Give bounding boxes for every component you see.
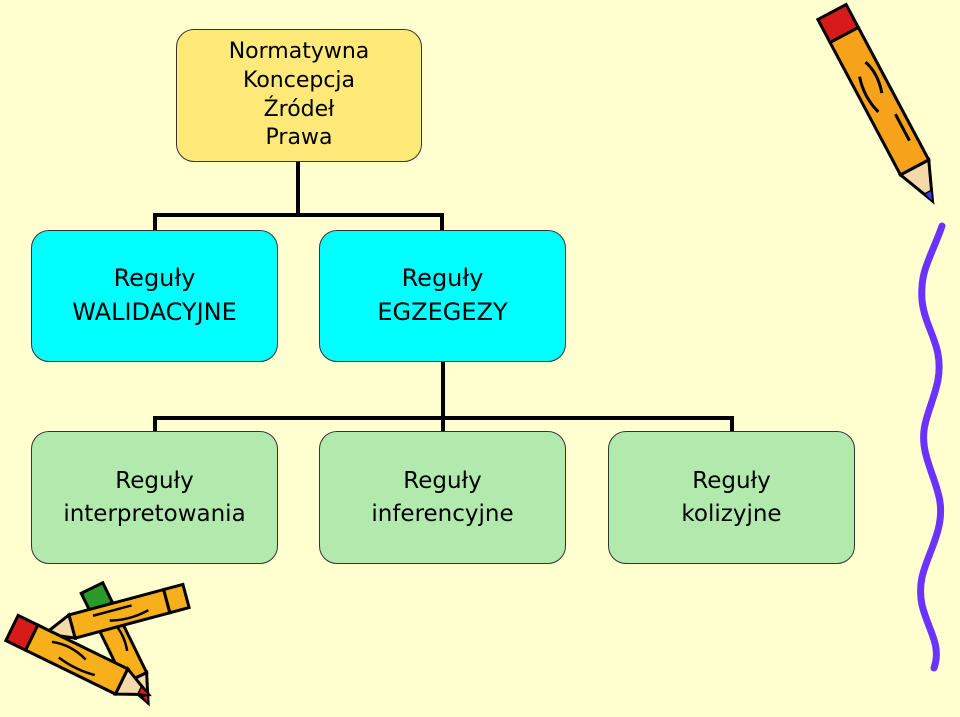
node-walidacyjne: Reguły WALIDACYJNE bbox=[31, 230, 278, 362]
node-egzegezy: Reguły EGZEGEZY bbox=[319, 230, 566, 362]
node-egzegezy-line-1: Reguły bbox=[401, 264, 484, 293]
pencil-icon bbox=[815, 2, 935, 205]
node-interpretowania-line-2: interpretowania bbox=[63, 500, 246, 527]
node-kolizyjne-line-1: Reguły bbox=[692, 468, 771, 495]
root-line-4: Prawa bbox=[265, 125, 333, 151]
node-interpretowania-line-1: Reguły bbox=[115, 468, 194, 495]
node-egzegezy-line-2: EGZEGEZY bbox=[377, 298, 508, 326]
ribbon-squiggle bbox=[917, 222, 946, 672]
root-node: Normatywna Koncepcja Źródeł Prawa bbox=[176, 29, 422, 162]
pencil-icon bbox=[3, 613, 152, 697]
node-walidacyjne-line-2: WALIDACYJNE bbox=[72, 298, 237, 326]
node-inferencyjne: Reguły inferencyjne bbox=[319, 431, 566, 564]
root-line-3: Źródeł bbox=[263, 96, 335, 122]
node-kolizyjne: Reguły kolizyjne bbox=[608, 431, 855, 564]
node-inferencyjne-line-2: inferencyjne bbox=[371, 500, 514, 527]
node-kolizyjne-line-2: kolizyjne bbox=[681, 500, 782, 527]
node-interpretowania: Reguły interpretowania bbox=[31, 431, 278, 564]
root-line-2: Koncepcja bbox=[242, 67, 356, 93]
node-inferencyjne-line-1: Reguły bbox=[403, 468, 482, 495]
node-walidacyjne-line-1: Reguły bbox=[113, 264, 196, 293]
root-line-1: Normatywna bbox=[228, 39, 370, 65]
